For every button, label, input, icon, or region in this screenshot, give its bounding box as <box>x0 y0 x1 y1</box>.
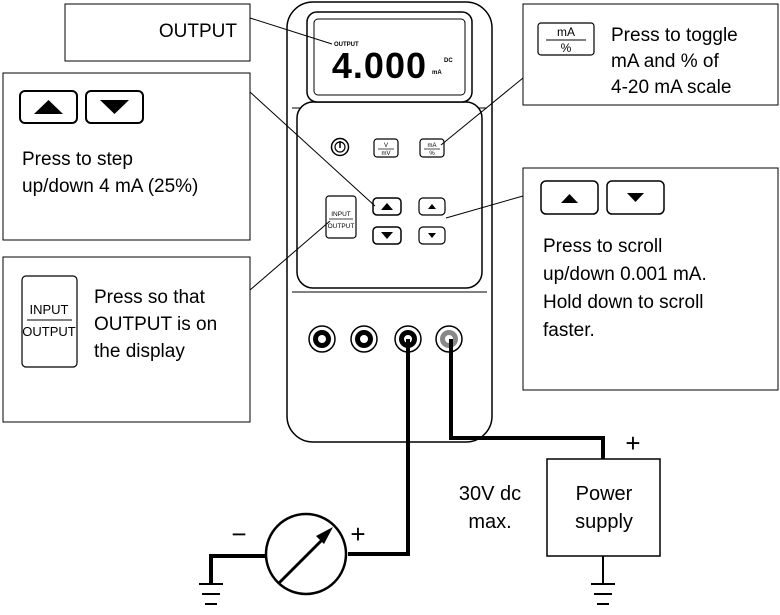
up-arrow-icon <box>34 100 63 114</box>
display-value: 4.000 <box>332 45 427 86</box>
voltage-line-1: 30V dc <box>459 483 521 505</box>
step-down-key[interactable] <box>372 226 402 245</box>
keypad-panel <box>296 101 483 289</box>
toggle-line-3: 4-20 mA scale <box>611 77 731 98</box>
ground-icon <box>591 583 615 605</box>
scroll-line-4: faster. <box>543 320 595 341</box>
down-arrow-icon <box>381 232 393 239</box>
output-callout: OUTPUT <box>64 3 333 62</box>
lcd-display: OUTPUT 4.000 DC mA <box>306 11 473 103</box>
power-supply-line-1: Power <box>576 483 633 505</box>
ground-icon <box>199 583 223 605</box>
io-line-3: the display <box>94 341 185 362</box>
input-output-key[interactable]: INPUT OUTPUT <box>325 195 357 239</box>
step-line-1: Press to step <box>22 149 133 170</box>
scroll-line-1: Press to scroll <box>543 236 662 257</box>
toggle-line-1: Press to toggle <box>611 25 738 46</box>
io-key-output-label: OUTPUT <box>328 223 355 230</box>
percent-key-label: % <box>429 151 435 157</box>
meter-plus-label: + <box>350 519 365 549</box>
ma-percent-key[interactable]: mA % <box>419 138 445 158</box>
arrow-icon <box>316 527 333 544</box>
up-arrow-icon <box>561 194 578 203</box>
power-supply: Power supply <box>546 458 661 557</box>
power-button[interactable] <box>330 137 350 157</box>
io-line-2: OUTPUT is on <box>94 314 217 335</box>
step-up-key[interactable] <box>372 197 402 216</box>
ma-percent-key-icon <box>537 22 595 56</box>
toggle-key-bottom: % <box>561 41 572 55</box>
jack-2[interactable] <box>350 325 378 353</box>
up-arrow-icon <box>381 203 393 210</box>
io-key-input-label: INPUT <box>331 211 351 218</box>
io-line-1: Press so that <box>94 287 206 308</box>
io-callout-key-bottom: OUTPUT <box>22 324 76 339</box>
toggle-callout: mA % Press to toggle mA and % of 4-20 mA… <box>440 3 779 146</box>
io-callout-key-top: INPUT <box>30 302 69 317</box>
display-unit-dc: DC <box>444 58 453 64</box>
down-arrow-icon <box>100 100 129 114</box>
display-mode-label: OUTPUT <box>334 42 359 48</box>
scroll-line-3: Hold down to scroll <box>543 292 704 313</box>
jack-1[interactable] <box>308 325 336 353</box>
down-arrow-icon <box>428 233 436 238</box>
supply-plus-label: + <box>625 428 640 458</box>
input-output-key-icon <box>21 275 78 368</box>
toggle-key-top: mA <box>557 25 575 39</box>
mv-key-label: mV <box>382 151 391 157</box>
step-callout: Press to step up/down 4 mA (25%) <box>2 72 376 241</box>
scroll-callout: Press to scroll up/down 0.001 mA. Hold d… <box>445 167 779 391</box>
output-callout-text: OUTPUT <box>159 21 238 42</box>
power-supply-line-2: supply <box>575 511 633 533</box>
v-key-label: V <box>384 143 388 149</box>
input-output-callout: INPUT OUTPUT Press so that OUTPUT is on … <box>2 220 331 423</box>
scroll-line-2: up/down 0.001 mA. <box>543 264 707 285</box>
ammeter-symbol <box>264 512 348 596</box>
scroll-down-key[interactable] <box>418 226 446 245</box>
ma-key-label: mA <box>428 143 437 149</box>
v-mv-key[interactable]: V mV <box>373 138 399 158</box>
display-unit-ma: mA <box>432 70 442 76</box>
up-arrow-icon <box>428 204 436 209</box>
step-line-2: up/down 4 mA (25%) <box>22 176 198 197</box>
scroll-up-key[interactable] <box>418 197 446 216</box>
meter-minus-label: − <box>231 519 246 549</box>
voltage-line-2: max. <box>468 511 511 533</box>
toggle-line-2: mA and % of <box>611 51 719 72</box>
circuit-wiring <box>199 339 615 605</box>
down-arrow-icon <box>627 193 644 202</box>
